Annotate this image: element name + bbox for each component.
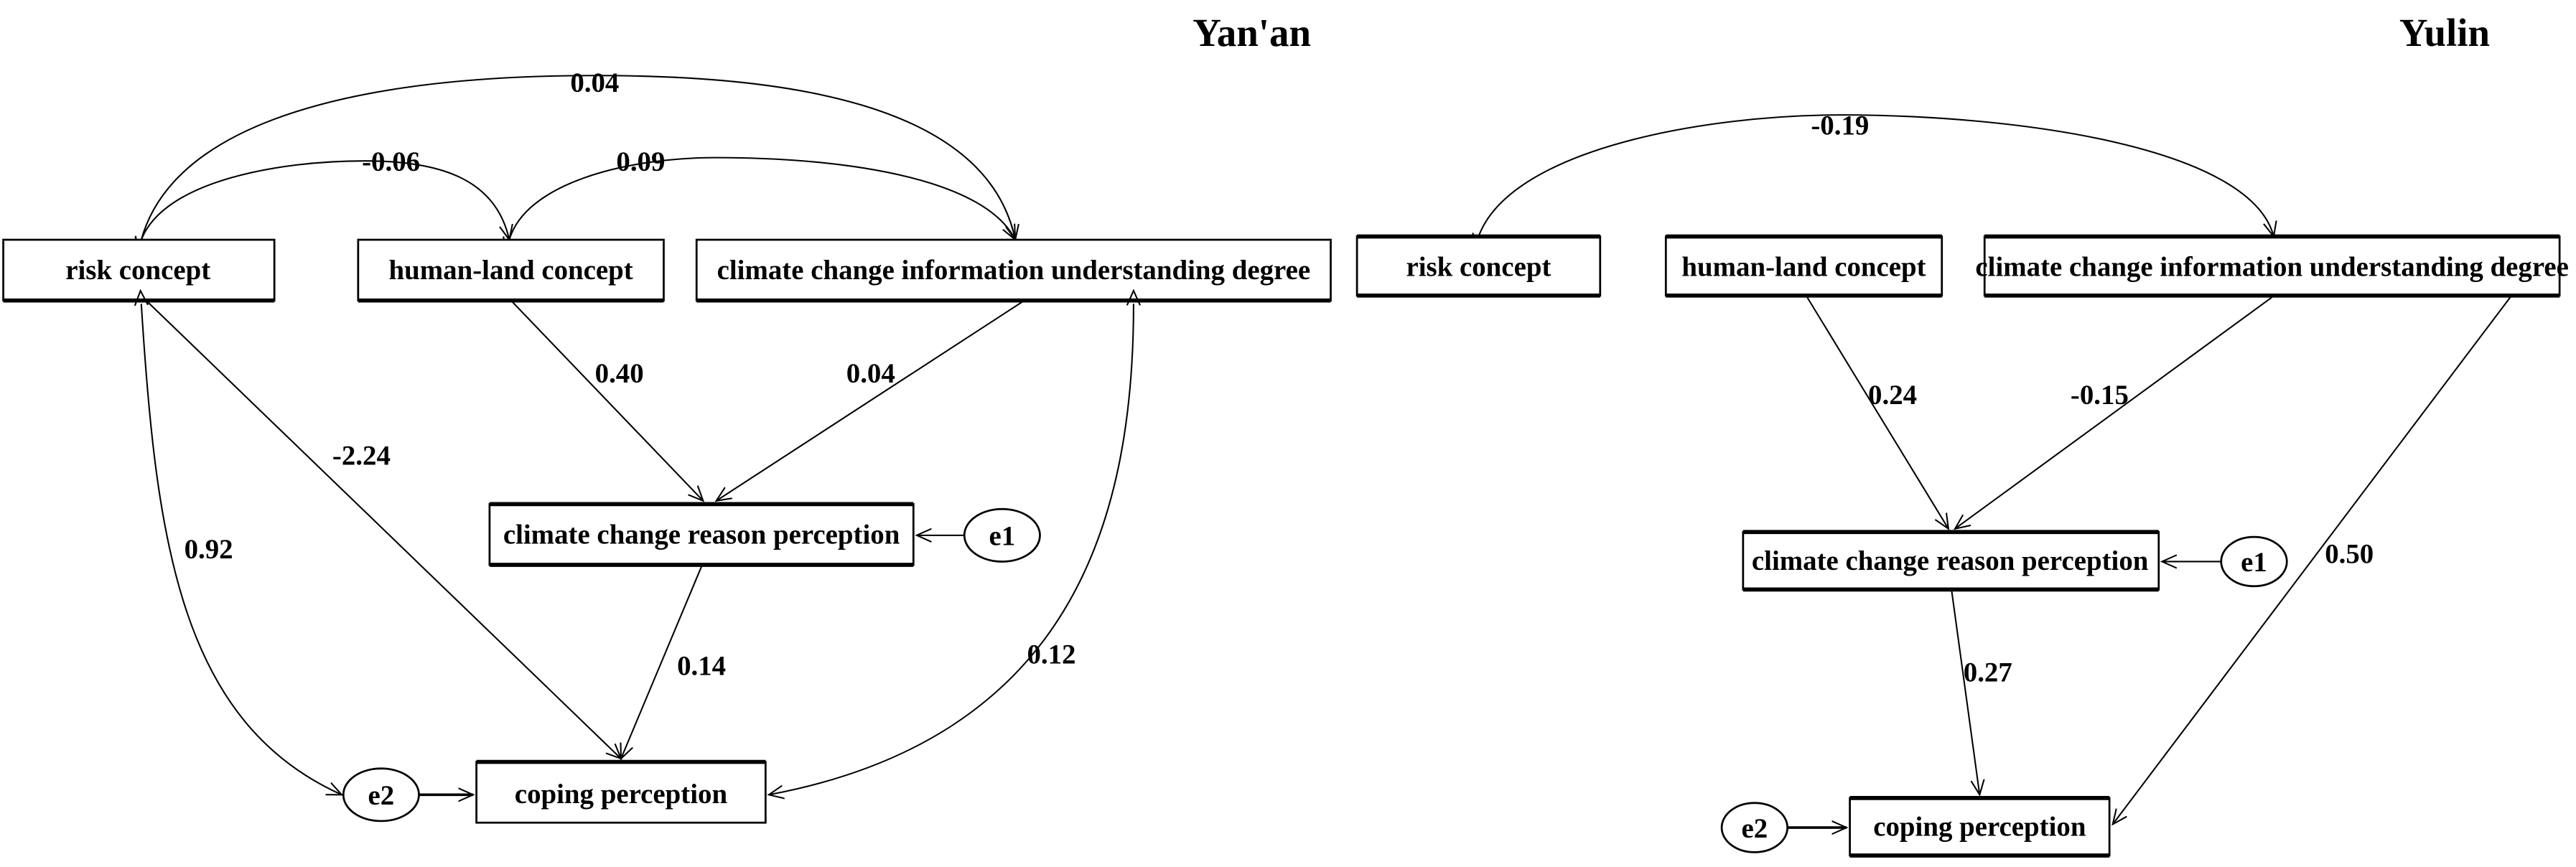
svg-text:climate change reason percepti: climate change reason perception [1752, 545, 2149, 576]
coef-label: 0.14 [677, 650, 726, 681]
error-e1: e1 [2220, 535, 2288, 588]
coef-label: -0.15 [2071, 380, 2129, 411]
path-reason-to-coping [621, 566, 703, 759]
panel-yanan: Yan'an 0.04 -0.06 0.09 risk concept huma… [2, 11, 1332, 824]
node-climate-change-reason-perception: climate change reason perception [1742, 530, 2160, 592]
error-e2: e2 [1720, 802, 1789, 853]
coef-label: 0.50 [2325, 539, 2374, 570]
node-climate-info-understanding: climate change information understanding… [695, 238, 1332, 303]
svg-text:e2: e2 [368, 780, 395, 811]
cov-arc-climate-info-coping [769, 304, 1134, 795]
coef-label: 0.04 [846, 358, 895, 389]
svg-text:risk concept: risk concept [65, 255, 210, 286]
svg-text:coping perception: coping perception [1873, 812, 2086, 843]
panel-yulin: Yulin -0.19 risk concept human-land conc… [1355, 11, 2569, 858]
coef-label: 0.92 [185, 534, 233, 565]
node-coping-perception: coping perception [1849, 796, 2111, 858]
svg-text:climate change reason percepti: climate change reason perception [503, 519, 900, 550]
coef-label: 0.40 [595, 358, 644, 389]
coef-label: -2.24 [332, 440, 391, 471]
cov-arc-risk-climate-info [1478, 114, 2274, 236]
panel-title: Yulin [2399, 11, 2490, 55]
cov-arc-risk-e2 [141, 304, 342, 795]
path-climate-info-to-reason [717, 301, 1022, 501]
svg-text:human-land concept: human-land concept [1681, 251, 1926, 282]
path-human-land-to-reason [512, 301, 703, 501]
error-e1: e1 [963, 507, 1041, 563]
coef-label: 0.27 [1964, 657, 2012, 688]
svg-text:human-land concept: human-land concept [389, 255, 633, 286]
node-risk-concept: risk concept [2, 238, 276, 303]
coef-label: -0.19 [1811, 111, 1869, 141]
coef-label: 0.04 [570, 67, 619, 98]
node-human-land-concept: human-land concept [1664, 234, 1943, 298]
error-e2: e2 [342, 767, 420, 823]
node-climate-change-reason-perception: climate change reason perception [488, 502, 915, 567]
coef-label: -0.06 [362, 146, 420, 177]
svg-text:e2: e2 [1742, 813, 1768, 844]
node-risk-concept: risk concept [1355, 234, 1602, 298]
svg-text:risk concept: risk concept [1406, 251, 1551, 282]
path-climate-info-to-reason [1955, 296, 2273, 529]
coef-label: 0.09 [616, 146, 665, 177]
node-coping-perception: coping perception [475, 759, 767, 824]
svg-text:climate change information und: climate change information understanding… [717, 255, 1310, 286]
svg-text:e1: e1 [989, 521, 1015, 552]
node-human-land-concept: human-land concept [357, 238, 665, 303]
node-climate-info-understanding: climate change information understanding… [1975, 234, 2569, 298]
path-reason-to-coping [1951, 591, 1979, 795]
svg-text:coping perception: coping perception [515, 779, 728, 810]
path-human-land-to-reason [1806, 296, 1949, 529]
cov-arc-human-land-climate-info [509, 156, 1015, 240]
coef-label: 0.12 [1027, 639, 1075, 670]
panel-title: Yan'an [1193, 11, 1311, 55]
svg-text:e1: e1 [2241, 547, 2267, 578]
cov-arc-risk-human-land [141, 160, 510, 240]
path-climate-info-to-coping [2113, 296, 2511, 824]
cov-arc-risk-climate-info [141, 75, 1015, 240]
coef-label: 0.24 [1868, 380, 1917, 411]
svg-text:climate change information und: climate change information understanding… [1975, 251, 2568, 282]
